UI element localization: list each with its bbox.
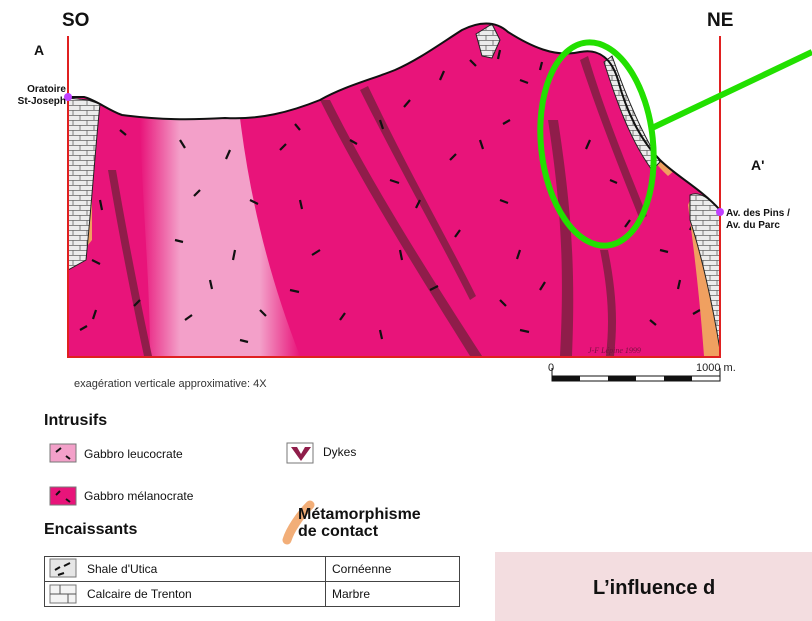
point-a-prime-label: A' [751, 157, 764, 173]
scale-zero-label: 0 [548, 362, 554, 374]
table-row: Calcaire de Trenton Marbre [45, 582, 460, 607]
legend-gabbro-leuco-swatch [50, 444, 76, 462]
point-a-label: A [34, 42, 44, 58]
point-a-prime-marker [716, 208, 724, 216]
legend-metamorphism-heading: Métamorphisme de contact [298, 506, 421, 540]
legend-dykes-swatch [287, 443, 313, 463]
metamorphic-cell: Marbre [326, 582, 460, 607]
legend-encaissants-heading: Encaissants [44, 521, 137, 539]
banner-title: L’influence d [593, 577, 715, 600]
author-credit: J-F Lépine 1999 [588, 346, 641, 355]
location-right-label: Av. des Pins / Av. du Parc [726, 208, 812, 232]
scale-end-label: 1000 m. [696, 362, 736, 374]
exaggeration-note: exagération verticale approximative: 4X [74, 378, 267, 390]
highlight-pointer-line [652, 52, 812, 128]
table-row: Shale d'Utica Cornéenne [45, 557, 460, 582]
scale-bar [552, 368, 720, 381]
encaissants-table: Shale d'Utica Cornéenne Calcaire de Tren… [44, 556, 460, 607]
location-left-label: Oratoire St-Joseph [0, 84, 66, 108]
legend-dykes-label: Dykes [323, 445, 356, 459]
direction-ne-label: NE [707, 10, 733, 32]
legend-gabbro-leuco-label: Gabbro leucocrate [84, 447, 183, 461]
legend-gabbro-mela-label: Gabbro mélanocrate [84, 489, 193, 503]
legend-gabbro-mela-swatch [50, 487, 76, 505]
rock-cell: Shale d'Utica [45, 557, 326, 582]
rock-cell: Calcaire de Trenton [45, 582, 326, 607]
direction-sw-label: SO [62, 10, 89, 32]
legend-intrusifs-heading: Intrusifs [44, 412, 107, 430]
metamorphic-cell: Cornéenne [326, 557, 460, 582]
